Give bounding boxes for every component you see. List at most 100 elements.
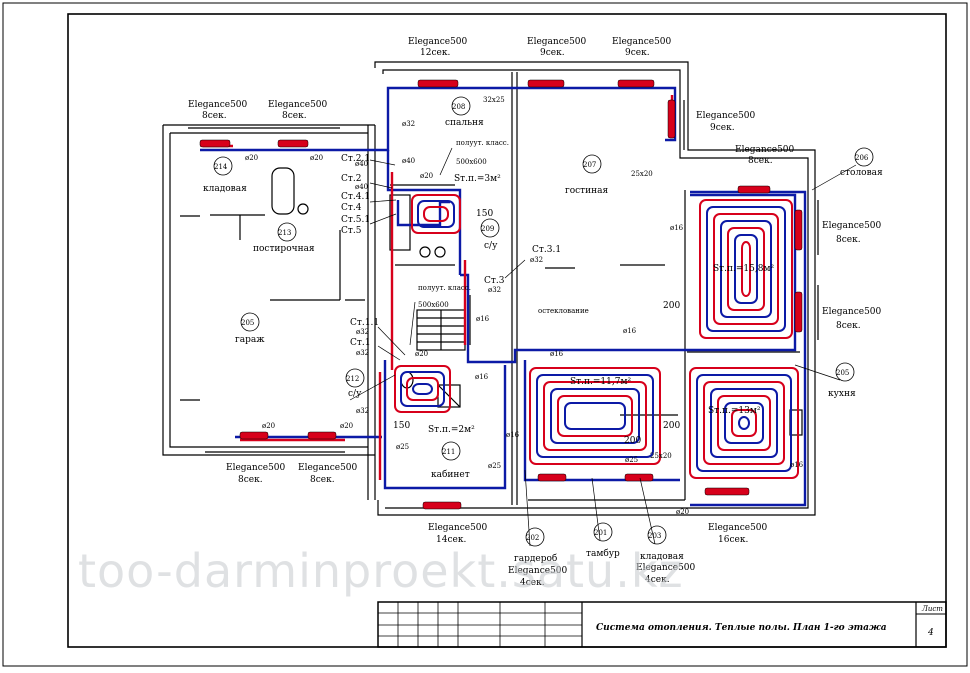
pipe-d32-b: ø32 [530,256,543,264]
room-203-num: 203 [648,532,661,540]
pipe-25x20-a: 25х20 [631,170,653,178]
pipe-d32-c: ø32 [488,286,501,294]
coil-212-loop-3 [406,377,439,401]
radiator-7-sections: 8сек. [748,156,773,166]
room-202-num: 202 [526,534,539,542]
pipe-d32-a: ø32 [402,120,415,128]
room-209-name: с/у [484,241,498,251]
drawing-title: Система отопления. Теплые полы. План 1-г… [596,623,887,633]
radiator-bar-8 [794,209,803,251]
coil-206-loop-7 [741,241,751,297]
radiator-bar-14 [537,473,567,482]
heating-coils [394,194,799,479]
dim-200-c: 200 [624,436,641,446]
radiator-bars [199,79,803,510]
pipe-d20-c: ø20 [420,172,433,180]
radiator-5-sections: 8сек. [282,111,307,121]
radiator-bar-1 [417,79,459,88]
pipe-d16-c: ø16 [623,327,637,335]
room-211-name: кабинет [431,469,470,480]
room-205g-num: 205 [241,319,254,327]
riser-3-1: Ст.3.1 [532,245,561,255]
watermark: too-darminproekt.satu.kz [78,544,684,598]
radiator-11-sections: 8сек. [310,475,335,485]
radiator-bar-13 [704,487,750,496]
sheet-label: Лист [921,605,943,613]
coil-205-loop-5 [717,395,771,451]
room-205k-num: 205 [836,369,849,377]
dim-200-a: 200 [663,301,680,311]
room-214-name: кладовая [203,184,247,194]
radiator-14-model: Elegance500 [508,566,568,576]
radiator-10-model: Elegance500 [226,463,286,473]
room-markers [213,96,874,547]
radiator-10-sections: 8сек. [238,475,263,485]
room-213-name: постирочная [253,244,315,254]
riser-5: Ст.5 [341,226,362,236]
title-block [377,601,947,648]
riser-4-1: Ст.4.1 [341,192,370,202]
room-labels: 208 спальня 207 гостиная 206 столовая 21… [203,103,883,564]
radiator-bar-2 [527,79,565,88]
radiator-bar-15 [624,473,654,482]
coil-212-loop-2 [400,371,445,407]
room-206-name: столовая [840,168,883,178]
pipe-d20-f: ø20 [340,422,353,430]
heated-floor-212: Sт.п.=2м² [428,425,475,435]
heated-floor-205: Sт.п.=13м² [708,406,761,416]
pipe-d20-a: ø20 [245,154,258,162]
room-208-num: 208 [452,103,465,111]
radiator-2-model: Elegance500 [527,37,587,47]
coil-205-loop-6 [724,402,764,444]
coil-205-loop-7 [731,409,757,437]
coil-202-loop-6 [564,402,626,430]
radiator-11-model: Elegance500 [298,463,358,473]
pipe-d20-e: ø20 [262,422,275,430]
room-203-name: кладовая [640,552,684,562]
dim-200-b: 200 [663,421,680,431]
radiator-15-sections: 4сек. [645,575,670,585]
radiator-4-sections: 8сек. [202,111,227,121]
pipe-d16-a: ø16 [670,224,684,232]
radiator-bar-3 [617,79,655,88]
coil-205-loop-8 [738,416,750,430]
radiator-bar-6 [667,99,676,139]
pipe-d20-d: ø20 [415,350,428,358]
radiator-1-model: Elegance500 [408,37,468,47]
pipe-d40-b: ø40 [355,160,368,168]
coil-205-loop-2 [696,374,792,472]
riser-5-1: Ст.5.1 [341,215,370,225]
radiator-9-model: Elegance500 [822,307,882,317]
radiator-3-sections: 9сек. [625,48,650,58]
pipe-d32-e: ø32 [356,349,369,357]
radiator-6-sections: 9сек. [710,123,735,133]
room-208-name: спальня [445,118,484,128]
coil-205-loop-4 [710,388,778,458]
room-207-num: 207 [583,161,596,169]
riser-4: Ст.4 [341,203,362,213]
radiator-2-sections: 9сек. [540,48,565,58]
room-212-num: 212 [346,375,359,383]
riser-2: Ст.2 [341,174,361,184]
riser-3: Ст.3 [484,276,505,286]
heated-floor-209: Sт.п.=3м² [454,174,501,184]
pipe-25x20-b: 25х20 [650,452,672,460]
coil-212-loop-4 [412,383,433,395]
coil-202-loop-1 [529,367,661,465]
collector-labels: полуут. класс. 500х600 полуут. класс. 50… [418,139,509,309]
radiator-labels: Elegance500 12сек. Elegance500 9сек. Ele… [188,37,882,588]
pipe-size-labels: 32х25 ø32 ø40 ø40 ø40 ø20 ø20 ø20 25х20 … [245,96,804,516]
coil-209-loop-1 [411,194,461,234]
pipe-d16-f: ø16 [506,431,520,439]
collector-2-text: полуут. класс. [418,284,471,292]
pipe-d16-e: ø16 [475,373,489,381]
pipe-d25-b: ø25 [488,462,501,470]
room-213-num: 213 [278,229,291,237]
radiator-bar-10 [239,431,269,440]
pipe-d25-c: ø25 [625,456,638,464]
radiator-bar-7 [737,185,771,194]
radiator-bar-9 [794,291,803,333]
radiator-13-model: Elegance500 [708,523,768,533]
